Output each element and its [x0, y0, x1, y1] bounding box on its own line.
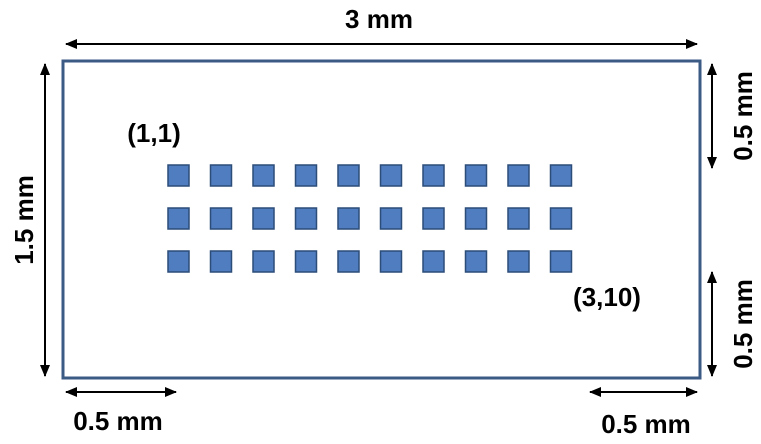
pad-3-3	[252, 250, 275, 273]
width-label: 3 mm	[345, 4, 413, 34]
pad-array	[167, 164, 573, 273]
pad-1-8	[464, 164, 488, 187]
pad-2-9	[507, 207, 530, 230]
pad-3-7	[422, 250, 445, 273]
pad-2-2	[209, 207, 233, 230]
pad-3-2	[209, 250, 233, 273]
bottom-left-label: 0.5 mm	[73, 406, 163, 436]
pad-2-8	[464, 207, 488, 230]
bottom-right-label: 0.5 mm	[601, 409, 691, 439]
pad-2-6	[379, 207, 403, 230]
pad-3-6	[379, 250, 403, 273]
height-label: 1.5 mm	[9, 175, 39, 265]
pad-1-6	[379, 164, 403, 187]
pad-3-10	[549, 250, 573, 273]
pad-1-3	[252, 164, 275, 187]
first-pad-label: (1,1)	[127, 118, 180, 148]
pad-2-3	[252, 207, 275, 230]
last-pad-label: (3,10)	[573, 282, 641, 312]
pad-3-5	[337, 250, 360, 273]
pad-1-5	[337, 164, 360, 187]
pad-2-1	[167, 207, 190, 230]
pad-2-10	[549, 207, 573, 230]
pad-2-4	[294, 207, 318, 230]
pad-3-1	[167, 250, 190, 273]
pad-1-2	[209, 164, 233, 187]
pad-3-8	[464, 250, 488, 273]
pad-1-1	[167, 164, 190, 187]
pad-1-9	[507, 164, 530, 187]
pad-3-9	[507, 250, 530, 273]
pad-1-4	[294, 164, 318, 187]
pad-2-7	[422, 207, 445, 230]
pad-1-7	[422, 164, 445, 187]
right-top-label: 0.5 mm	[728, 71, 758, 161]
pad-3-4	[294, 250, 318, 273]
right-bottom-label: 0.5 mm	[728, 279, 758, 369]
pad-1-10	[549, 164, 573, 187]
pad-2-5	[337, 207, 360, 230]
